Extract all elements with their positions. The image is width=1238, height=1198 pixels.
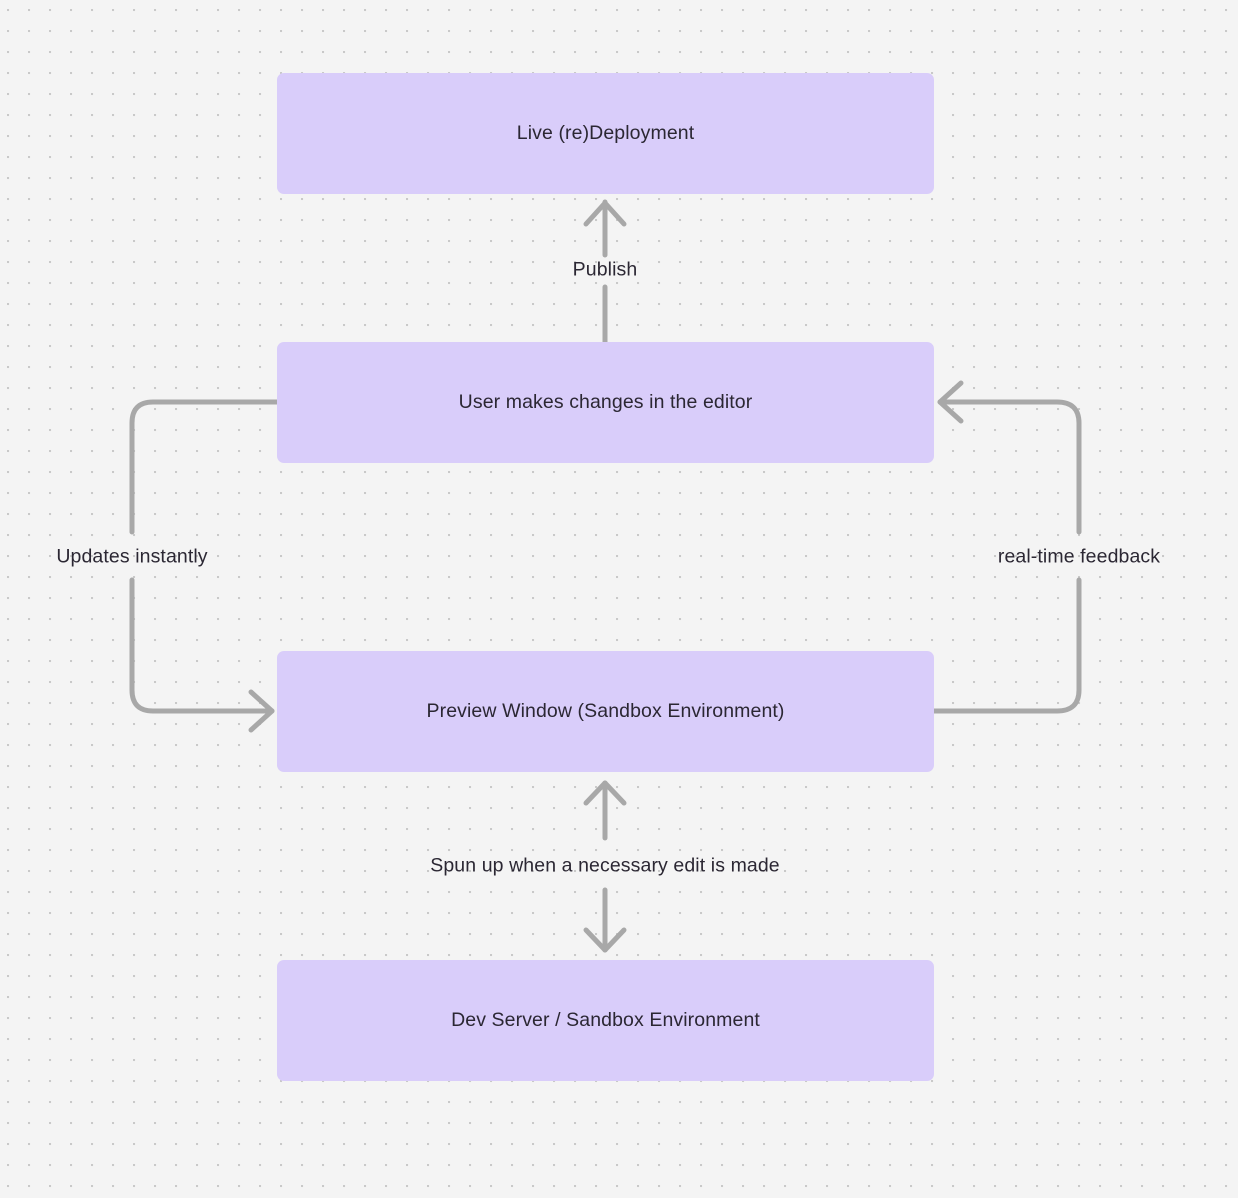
node-label: Live (re)Deployment — [516, 122, 695, 145]
node-label: Dev Server / Sandbox Environment — [451, 1009, 760, 1032]
node-dev-server[interactable]: Dev Server / Sandbox Environment — [277, 960, 934, 1081]
edge-label-publish: Publish — [572, 258, 638, 281]
arrowhead-down-icon — [583, 927, 627, 953]
arrowhead-up-icon — [583, 200, 627, 227]
arrowhead-left-icon — [937, 380, 964, 424]
arrowhead-up-icon — [583, 780, 627, 806]
node-user-edits[interactable]: User makes changes in the editor — [277, 342, 934, 463]
node-label: User makes changes in the editor — [458, 391, 753, 414]
edge-label-real-time-feedback: real-time feedback — [997, 545, 1161, 568]
edge-label-updates-instantly: Updates instantly — [56, 545, 208, 568]
node-preview-window[interactable]: Preview Window (Sandbox Environment) — [277, 651, 934, 772]
edge-label-spun-up: Spun up when a necessary edit is made — [430, 854, 780, 877]
node-label: Preview Window (Sandbox Environment) — [426, 700, 785, 723]
node-live-deployment[interactable]: Live (re)Deployment — [277, 73, 934, 194]
arrowhead-right-icon — [248, 689, 275, 733]
